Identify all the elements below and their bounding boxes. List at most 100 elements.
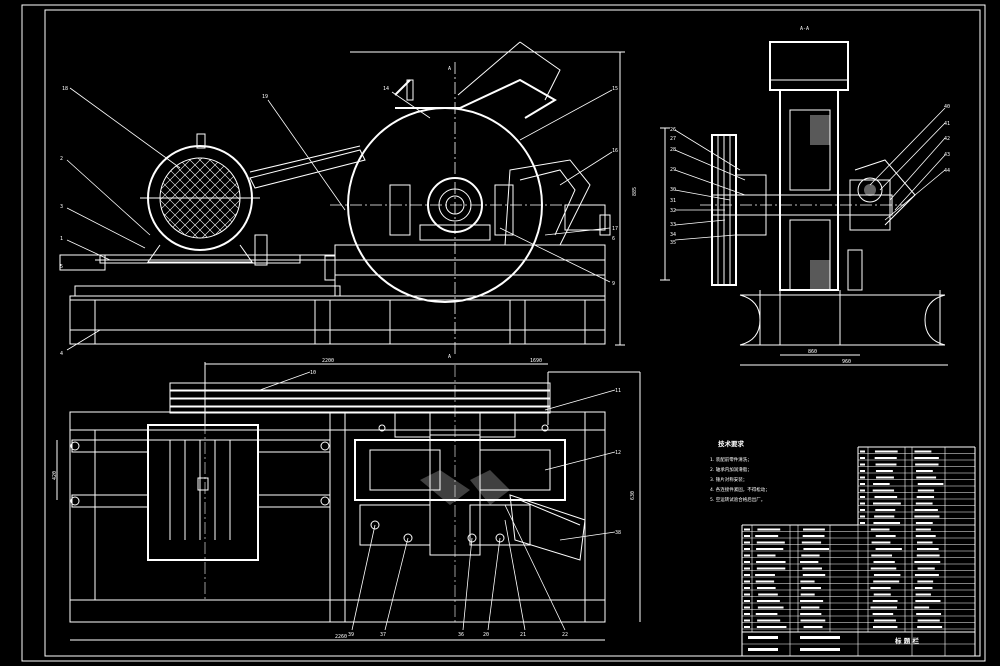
bom-cell-mark <box>873 619 896 622</box>
bom-cell-mark <box>800 580 815 583</box>
bom-cell-mark <box>914 587 933 589</box>
bom-cell-mark <box>800 593 815 596</box>
svg-text:42: 42 <box>944 136 950 142</box>
bom-cell-mark <box>915 522 933 524</box>
svg-text:1. 装配前零件清洗；: 1. 装配前零件清洗； <box>710 456 752 463</box>
bom-cell-mark <box>803 626 823 628</box>
v-belt-3 <box>169 398 551 407</box>
bom-cell-mark <box>744 606 750 609</box>
bom-cell-mark <box>916 541 933 544</box>
svg-text:44: 44 <box>944 168 950 174</box>
plan-frame <box>69 411 606 623</box>
bom-cell-mark <box>744 626 750 628</box>
svg-text:10: 10 <box>310 370 316 376</box>
dim-plan-bottom: 2260 <box>335 634 347 640</box>
bom-cell-mark <box>860 476 865 479</box>
bom-cell-mark <box>915 528 931 531</box>
bom-cell-mark <box>860 496 865 498</box>
bom-cell-mark <box>800 648 840 651</box>
section-mark-bottom: A <box>448 354 451 360</box>
bom-cell-mark <box>872 600 898 602</box>
bom-cell-mark <box>802 567 822 570</box>
dim-side-width: 860 <box>808 349 817 355</box>
svg-text:3. 锤片对称安装；: 3. 锤片对称安装； <box>710 476 747 483</box>
bom-cell-mark <box>744 580 750 583</box>
bom-cell-mark <box>876 476 894 479</box>
bom-cell-mark <box>915 470 933 472</box>
bom-cell-mark <box>744 541 750 544</box>
bom-cell-mark <box>873 574 901 576</box>
svg-text:26: 26 <box>670 127 676 133</box>
bom-cell-mark <box>756 548 784 550</box>
bom-cell-mark <box>756 587 776 589</box>
bom-cell-mark <box>875 463 897 466</box>
bom-cell-mark <box>800 636 840 639</box>
plan-chute <box>509 494 586 561</box>
bom-cell-mark <box>744 613 750 615</box>
inner-border <box>44 9 981 657</box>
bom-cell-mark <box>744 619 750 622</box>
bom-cell-mark <box>914 450 932 453</box>
bom-cell-mark <box>800 600 824 602</box>
svg-text:35: 35 <box>670 240 676 246</box>
bom-cell-mark <box>917 626 943 628</box>
svg-text:31: 31 <box>670 198 676 204</box>
svg-text:18: 18 <box>62 86 68 92</box>
bom-cell-mark <box>917 483 944 485</box>
bom-cell-mark <box>874 515 895 518</box>
bom-cell-mark <box>802 535 825 537</box>
bom-cell-mark <box>915 463 939 466</box>
bom-cell-mark <box>917 580 934 583</box>
bom-cell-mark <box>916 554 940 557</box>
dim-plan-right: 630 <box>630 491 636 500</box>
svg-text:41: 41 <box>944 121 950 127</box>
plan-leaders <box>259 371 616 631</box>
bom-cell-mark <box>914 515 940 518</box>
dim-plan-top: 2200 <box>322 358 334 364</box>
bom-cell-mark <box>744 528 750 531</box>
bom-cell-mark <box>870 528 890 531</box>
motor-rail <box>74 285 341 297</box>
dim-side-width2: 960 <box>842 359 851 365</box>
svg-text:29: 29 <box>670 167 676 173</box>
bom-cell-mark <box>873 522 901 524</box>
plan-motor <box>147 424 259 561</box>
bom-cell-mark <box>914 561 941 563</box>
bom-cell-mark <box>873 502 901 505</box>
bom-cell-mark <box>756 600 780 602</box>
title-block-label: 标 题 栏 <box>894 636 920 645</box>
bom-cell-mark <box>800 619 826 622</box>
v-belt-2 <box>169 390 551 399</box>
crusher-stand <box>334 244 606 297</box>
svg-text:21: 21 <box>520 632 526 638</box>
bom-cell-mark <box>744 548 750 550</box>
svg-text:3: 3 <box>60 204 63 210</box>
bom-cell-mark <box>757 528 781 531</box>
bom-cell-mark <box>917 619 940 622</box>
bom-cell-mark <box>860 489 865 492</box>
belt-cover <box>249 149 366 189</box>
bom-cell-mark <box>860 463 865 466</box>
bom-cell-mark <box>756 541 785 544</box>
side-labels: 40 41 42 43 44 26 27 28 29 30 31 32 33 3… <box>670 104 950 246</box>
bom-cell-mark <box>800 613 822 615</box>
plan-labels: 10 11 12 38 39 37 36 20 21 22 <box>310 370 621 638</box>
bom-cell-mark <box>872 626 898 628</box>
bom-cell-mark <box>875 535 896 537</box>
svg-text:4: 4 <box>60 351 63 357</box>
svg-text:19: 19 <box>262 94 268 100</box>
v-belt-1 <box>169 382 551 391</box>
dim-plan-top2: 1690 <box>530 358 542 364</box>
side-view-title: A-A <box>800 26 809 32</box>
bom-cell-mark <box>915 593 931 596</box>
svg-text:36: 36 <box>458 632 464 638</box>
front-view: 885 <box>59 41 638 355</box>
bom-cell-mark <box>748 636 778 639</box>
bom-cell-mark <box>873 593 891 596</box>
bom-cell-mark <box>860 509 865 511</box>
svg-text:27: 27 <box>670 136 676 142</box>
bom-cell-mark <box>916 476 937 479</box>
svg-text:33: 33 <box>670 222 676 228</box>
dim-plan-left: 420 <box>52 471 58 480</box>
